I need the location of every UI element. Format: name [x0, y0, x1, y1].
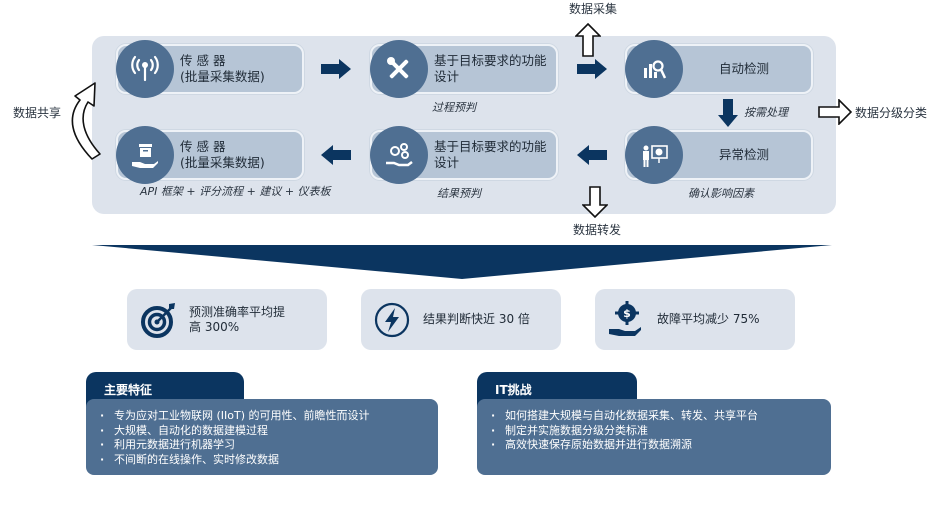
arrow-left-icon — [321, 145, 351, 165]
stat-failure: $ 故障平均减少 75% — [595, 289, 795, 350]
feature-item: 专为应对工业物联网 (IIoT) 的可用性、前瞻性而设计 — [100, 409, 424, 424]
challenge-item: 高效快速保存原始数据并进行数据溯源 — [491, 438, 817, 453]
label-data-forwarding: 数据转发 — [573, 223, 622, 237]
svg-text:$: $ — [623, 307, 631, 320]
features-title: 主要特征 — [104, 383, 153, 397]
antenna-icon — [116, 40, 174, 98]
caption-process-prediction: 过程预判 — [432, 101, 476, 114]
presenter-icon — [625, 126, 683, 184]
feature-item: 利用元数据进行机器学习 — [100, 438, 424, 453]
feature-item: 大规模、自动化的数据建模过程 — [100, 424, 424, 439]
caption-on-demand: 按需处理 — [744, 106, 788, 119]
hollow-curved-arrow-icon — [71, 82, 101, 160]
caption-result-prediction: 结果预判 — [437, 187, 481, 200]
challenge-item: 如何搭建大规模与自动化数据采集、转发、共享平台 — [491, 409, 817, 424]
label-data-classification: 数据分级分类 — [855, 106, 928, 120]
stat-speed: 结果判断快近 30 倍 — [361, 289, 561, 350]
arrow-left-icon — [577, 145, 607, 165]
node-label: 传 感 器 (批量采集数据) — [180, 139, 265, 170]
lightning-icon — [374, 302, 410, 338]
node-label: 异常检测 — [718, 147, 769, 162]
stat-text: 结果判断快近 30 倍 — [423, 312, 530, 326]
arrow-right-icon — [321, 59, 351, 79]
challenges-title: IT挑战 — [495, 383, 532, 397]
challenge-item: 制定并实施数据分级分类标准 — [491, 424, 817, 439]
hollow-arrow-up-icon — [575, 23, 601, 57]
node-label: 基于目标要求的功能 设计 — [434, 139, 547, 170]
arrow-right-icon — [577, 59, 607, 79]
funnel-chevron — [92, 245, 832, 279]
tools-icon — [370, 40, 428, 98]
hollow-arrow-down-icon — [582, 186, 608, 218]
node-label: 基于目标要求的功能 设计 — [434, 53, 547, 84]
node-label: 传 感 器 (批量采集数据) — [180, 53, 265, 84]
caption-confirm-factors: 确认影响因素 — [688, 187, 754, 200]
label-data-collection: 数据采集 — [569, 2, 618, 16]
caption-api-framework: API 框架 + 评分流程 + 建议 + 仪表板 — [140, 185, 331, 198]
stat-text: 预测准确率平均提 高 300% — [189, 304, 286, 334]
node-label: 自动检测 — [718, 61, 769, 76]
stat-text: 故障平均减少 75% — [657, 312, 760, 326]
target-icon — [141, 303, 175, 338]
gears-hand-icon — [370, 126, 428, 184]
box-hand-icon — [116, 126, 174, 184]
challenges-card: 如何搭建大规模与自动化数据采集、转发、共享平台 制定并实施数据分级分类标准 高效… — [477, 399, 831, 475]
stat-accuracy: 预测准确率平均提 高 300% — [127, 289, 327, 350]
label-data-sharing: 数据共享 — [13, 106, 62, 120]
feature-item: 不间断的在线操作、实时修改数据 — [100, 453, 424, 468]
features-card: 专为应对工业物联网 (IIoT) 的可用性、前瞻性而设计 大规模、自动化的数据建… — [86, 399, 438, 475]
hollow-arrow-right-icon — [818, 99, 852, 125]
chart-search-icon — [625, 40, 683, 98]
arrow-down-icon — [718, 99, 738, 127]
money-gear-hand-icon: $ — [609, 301, 641, 336]
